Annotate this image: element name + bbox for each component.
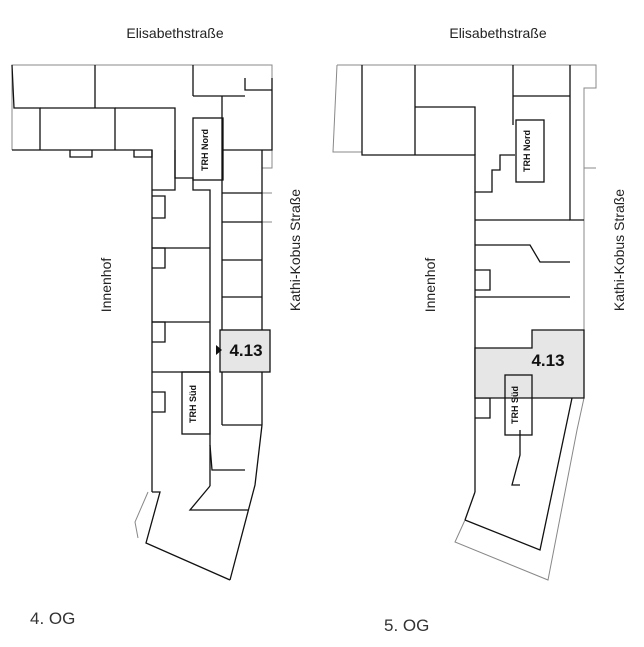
core-trh-nord: TRH Nord (192, 117, 224, 181)
building-walls (361, 65, 584, 551)
street-label-elisabethstrasse: Elisabethstraße (449, 25, 546, 41)
unit-entrance-marker (216, 345, 222, 355)
courtyard-label: Innenhof (98, 258, 114, 313)
core-label-north: TRH Nord (522, 130, 532, 172)
outline-secondary (11, 64, 273, 539)
floor-plan-4og: Elisabethstraße Kathi-Kobus Straße Innen… (11, 25, 303, 628)
core-label-north: TRH Nord (200, 129, 210, 171)
floor-label: 5. OG (384, 616, 429, 635)
street-label-elisabethstrasse: Elisabethstraße (126, 25, 223, 41)
core-label-south: TRH Süd (510, 386, 520, 424)
courtyard-label: Innenhof (422, 258, 438, 313)
outline-secondary (332, 64, 597, 581)
core-trh-sued: TRH Süd (181, 371, 211, 435)
core-label-south: TRH Süd (188, 385, 198, 423)
unit-4-13-highlight[interactable]: 4.13 (474, 329, 585, 399)
core-trh-nord: TRH Nord (515, 119, 545, 183)
building-walls (11, 64, 273, 581)
unit-label: 4.13 (229, 341, 262, 360)
unit-label: 4.13 (531, 351, 564, 370)
core-trh-sued: TRH Süd (504, 374, 533, 436)
street-label-kathi-kobus: Kathi-Kobus Straße (287, 189, 303, 311)
floor-label: 4. OG (30, 609, 75, 628)
unit-4-13-highlight[interactable]: 4.13 (216, 329, 271, 373)
floor-plan-5og: Elisabethstraße Kathi-Kobus Straße Innen… (332, 25, 627, 635)
street-label-kathi-kobus: Kathi-Kobus Straße (611, 189, 627, 311)
